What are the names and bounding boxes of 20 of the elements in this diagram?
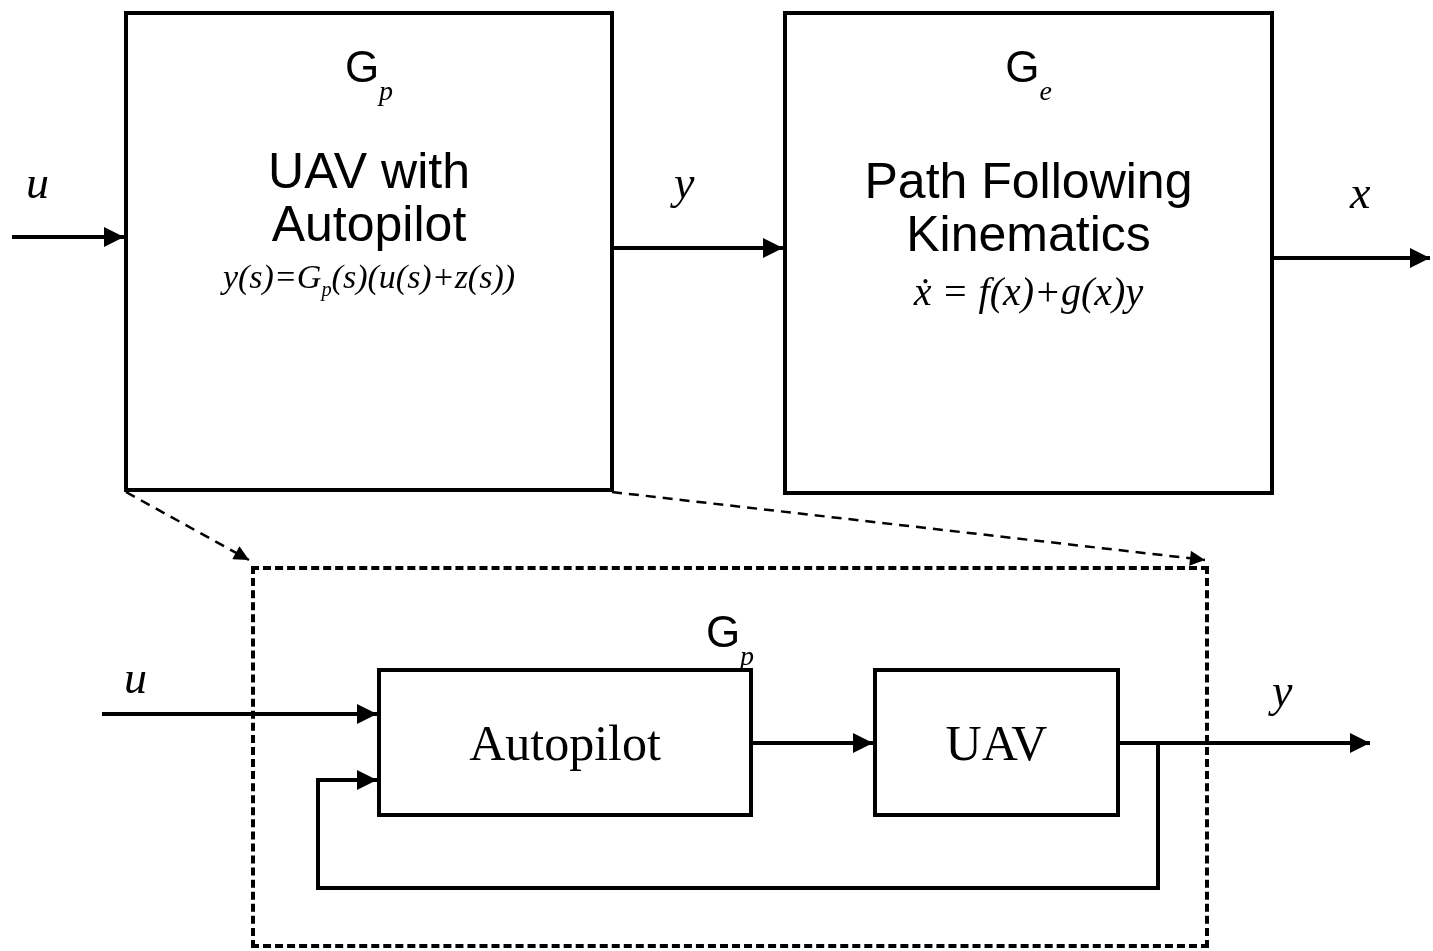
signal-arrow (316, 741, 1160, 890)
signal-arrow (102, 704, 377, 724)
block-symbol: G$_{p}$ (344, 45, 394, 105)
equation: ẋ = f(x)+g(x)y (913, 268, 1144, 315)
dashed-leader-arrow (611, 490, 1206, 566)
signal-arrow (1274, 248, 1430, 268)
block-label: UAV (945, 717, 1048, 768)
block-box (124, 11, 614, 492)
equation: y(s)=G$_{p}$(s)(u(s)+z(s)) (222, 258, 516, 301)
block-title: UAV with Autopilot (267, 145, 471, 250)
block-box (377, 668, 753, 817)
signal-arrow (614, 238, 783, 258)
block-title: Path Following Kinematics (863, 155, 1194, 260)
block-box (783, 11, 1274, 495)
block-symbol: G$_{e}$ (1005, 45, 1052, 105)
dashed-group-box (251, 566, 1209, 948)
dashed-leader-arrow (125, 490, 250, 562)
block-box (873, 668, 1120, 817)
signal-arrow (753, 733, 873, 753)
signal-arrow (12, 227, 124, 247)
